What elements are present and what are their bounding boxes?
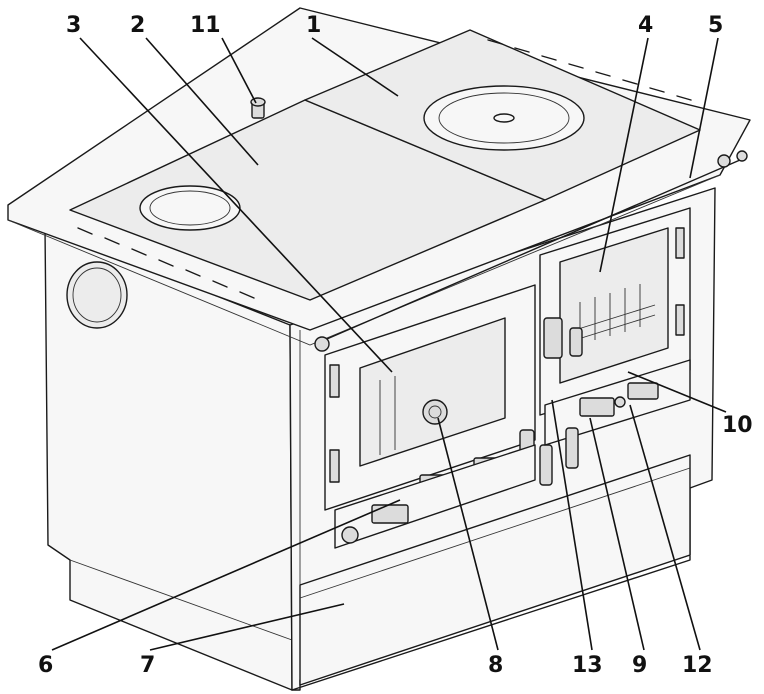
callout-labels: 1 2 3 4 5 6 7 8 9 10 11 12 13 [38, 13, 753, 678]
callout-7: 7 [140, 653, 155, 678]
air-regulator-small [627, 382, 659, 400]
callout-6: 6 [38, 653, 53, 678]
rim-slots-front [77, 227, 255, 299]
callout-9: 9 [632, 653, 647, 678]
air-regulator-right [579, 397, 615, 417]
oven-hinge-upper [675, 227, 685, 259]
callout-13: 13 [572, 653, 603, 678]
callout-10: 10 [722, 413, 753, 438]
firebox-hinge-upper [329, 364, 340, 398]
stove-illustration [7, 7, 751, 691]
storage-drawer [299, 454, 691, 686]
flue-knob [250, 97, 266, 119]
rim-slots-back [487, 39, 692, 101]
leader-lines [51, 37, 727, 651]
small-hotplate-ring [139, 185, 241, 231]
callout-12: 12 [682, 653, 713, 678]
firebox-window-glass [359, 317, 506, 467]
air-regulator-left [371, 504, 409, 524]
callout-3: 3 [66, 13, 81, 38]
main-hotplate-ring [423, 85, 585, 151]
lower-oven-handle [565, 396, 626, 469]
callout-2: 2 [130, 13, 145, 38]
side-vent-opening [66, 261, 128, 329]
callout-4: 4 [638, 13, 653, 38]
ash-pan-knob [341, 526, 359, 544]
oven-hinge-lower [675, 304, 685, 336]
firebox-hinge-lower [329, 449, 340, 483]
oven-door-handle [543, 317, 583, 359]
callout-8: 8 [488, 653, 503, 678]
thermometer [422, 399, 448, 425]
callout-11: 11 [190, 13, 221, 38]
callout-5: 5 [708, 13, 723, 38]
towel-rail [314, 150, 748, 352]
callout-1: 1 [306, 13, 321, 38]
